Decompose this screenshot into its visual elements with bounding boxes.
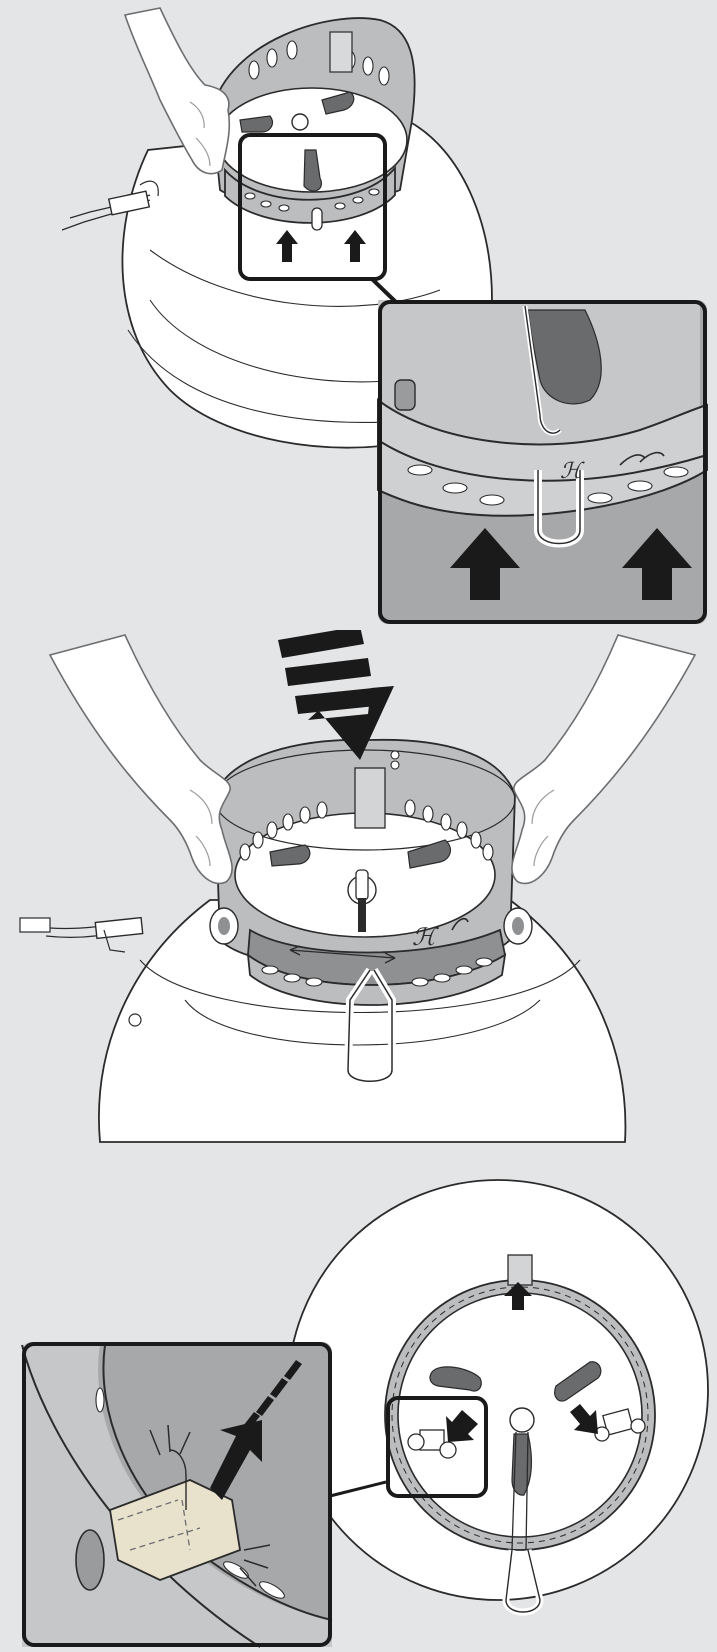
step-2-illustration: ℋ	[0, 630, 717, 1150]
hand-icon	[50, 635, 232, 883]
igniter-icon	[20, 918, 143, 952]
zoom-inset: ℋ	[378, 300, 707, 624]
zoom-inset	[22, 1342, 332, 1647]
step-3-illustration	[0, 1150, 717, 1652]
step-1-illustration: ℋ	[0, 0, 717, 630]
ring-icon: ℋ	[210, 740, 532, 1005]
logo-mark: ℋ	[560, 459, 585, 484]
logo-mark: ℋ	[412, 923, 439, 951]
hand-icon	[512, 635, 695, 883]
